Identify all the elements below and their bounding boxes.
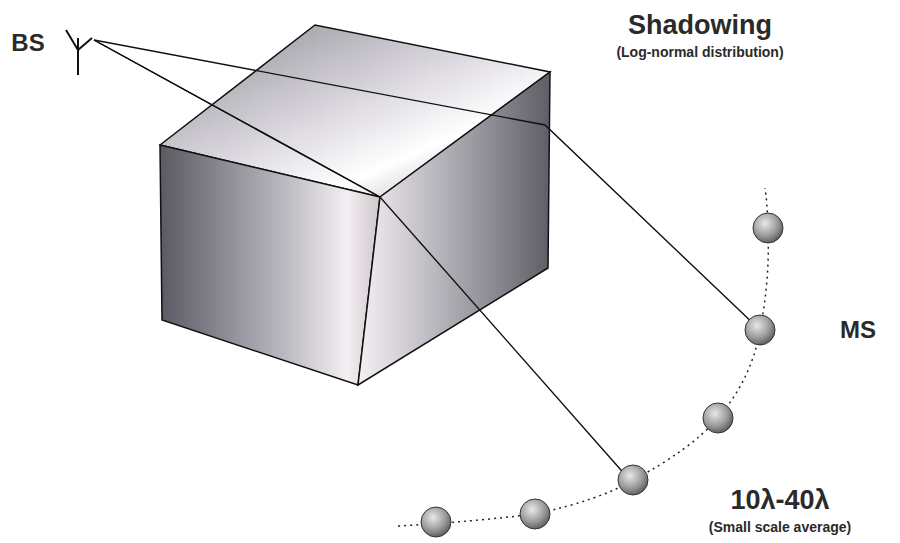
mobile-station-label: MS — [840, 317, 876, 343]
note-label: (Small scale average) — [709, 520, 851, 535]
trajectory — [398, 188, 768, 526]
distance-label: 10λ-40λ — [730, 486, 829, 516]
base-station-label: BS — [11, 30, 44, 56]
ms-positions — [421, 213, 783, 537]
ray-lines — [94, 40, 758, 478]
cube-front — [160, 145, 380, 385]
note-label: (Log-normal distribution) — [616, 45, 783, 60]
cube-side — [358, 72, 550, 385]
heading-label: Shadowing — [628, 11, 772, 41]
antenna-symbol — [66, 30, 92, 75]
